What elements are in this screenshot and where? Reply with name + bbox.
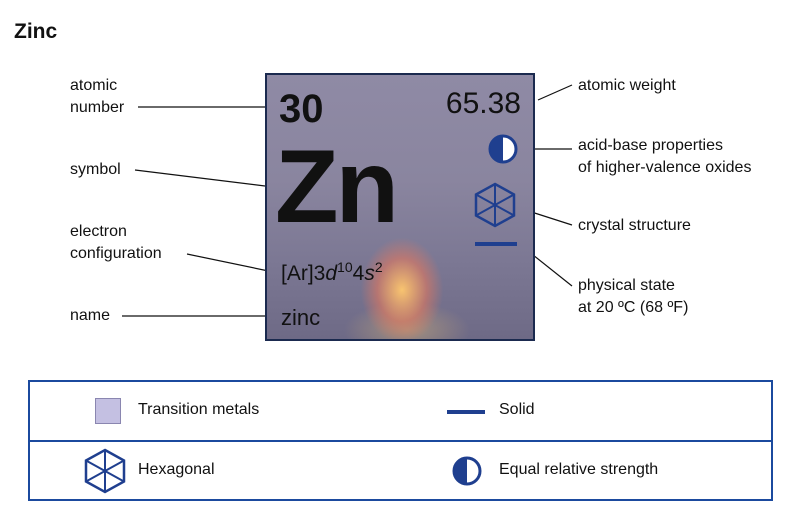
legend-state-label: Solid — [499, 401, 535, 419]
half-filled-circle-icon — [487, 133, 519, 165]
callout-name: name — [70, 305, 110, 327]
config-mid: 4 — [353, 262, 365, 285]
legend-category-label: Transition metals — [138, 401, 259, 419]
config-s: s — [364, 262, 375, 285]
callout-atomic-number: atomic number — [70, 75, 124, 119]
callout-electron-configuration: electron configuration — [70, 221, 162, 265]
electron-configuration: [Ar]3d104s2 — [281, 259, 383, 286]
element-symbol: Zn — [275, 135, 396, 239]
hexagonal-crystal-icon — [473, 182, 517, 228]
callout-physical-state-line1: physical state — [578, 275, 688, 297]
legend-half-filled-circle-icon — [451, 455, 483, 487]
callout-atomic-number-line2: number — [70, 97, 124, 119]
callout-crystal-structure: crystal structure — [578, 215, 691, 237]
atomic-number: 30 — [279, 87, 324, 132]
callout-acid-base-line1: acid-base properties — [578, 135, 751, 157]
config-d: d — [325, 262, 337, 285]
config-d-exp: 10 — [337, 259, 353, 275]
legend-box: Transition metals Solid Hexagonal Equal … — [28, 380, 773, 501]
transition-metals-swatch — [95, 398, 121, 424]
legend-hexagonal-crystal-icon — [83, 448, 127, 494]
line-symbol — [135, 170, 265, 186]
config-s-exp: 2 — [375, 259, 383, 275]
callout-atomic-number-line1: atomic — [70, 75, 124, 97]
callout-acid-base: acid-base properties of higher-valence o… — [578, 135, 751, 179]
legend-divider — [30, 440, 771, 442]
legend-solid-bar-icon — [447, 410, 485, 414]
callout-electron-configuration-line2: configuration — [70, 243, 162, 265]
callout-atomic-weight: atomic weight — [578, 75, 676, 97]
callout-acid-base-line2: of higher-valence oxides — [578, 157, 751, 179]
line-atomic-weight — [538, 85, 572, 100]
callout-symbol: symbol — [70, 159, 121, 181]
legend-acid-base-label: Equal relative strength — [499, 461, 658, 479]
element-tile: 30 65.38 Zn [Ar]3d104s2 zinc — [265, 73, 535, 341]
callout-physical-state-line2: at 20 ºC (68 ºF) — [578, 297, 688, 319]
config-prefix: [Ar]3 — [281, 262, 325, 285]
callout-physical-state: physical state at 20 ºC (68 ºF) — [578, 275, 688, 319]
solid-state-bar-icon — [475, 242, 517, 246]
element-name: zinc — [281, 305, 320, 331]
atomic-weight: 65.38 — [446, 87, 521, 121]
callout-electron-configuration-line1: electron — [70, 221, 162, 243]
legend-crystal-label: Hexagonal — [138, 461, 215, 479]
